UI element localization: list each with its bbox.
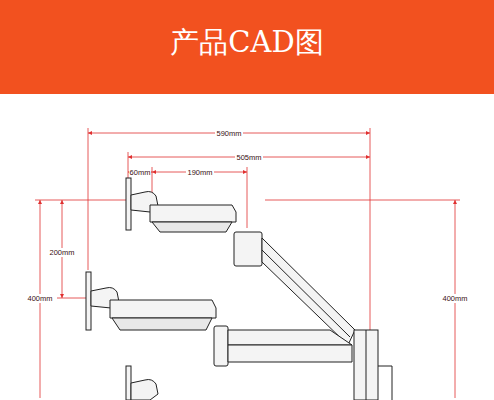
dimension-label: 400mm <box>441 294 468 303</box>
arm-outline <box>86 178 392 400</box>
dimension-label: 400mm <box>26 294 53 303</box>
dimension-lines <box>35 128 460 398</box>
page-title: 产品CAD图 <box>0 24 494 60</box>
dimension-label: 60mm <box>129 168 152 177</box>
dimension-label: 190mm <box>186 168 213 177</box>
dimension-label: 200mm <box>48 248 75 257</box>
dimension-label: 505mm <box>235 153 262 162</box>
dimension-label: 590mm <box>215 129 242 138</box>
